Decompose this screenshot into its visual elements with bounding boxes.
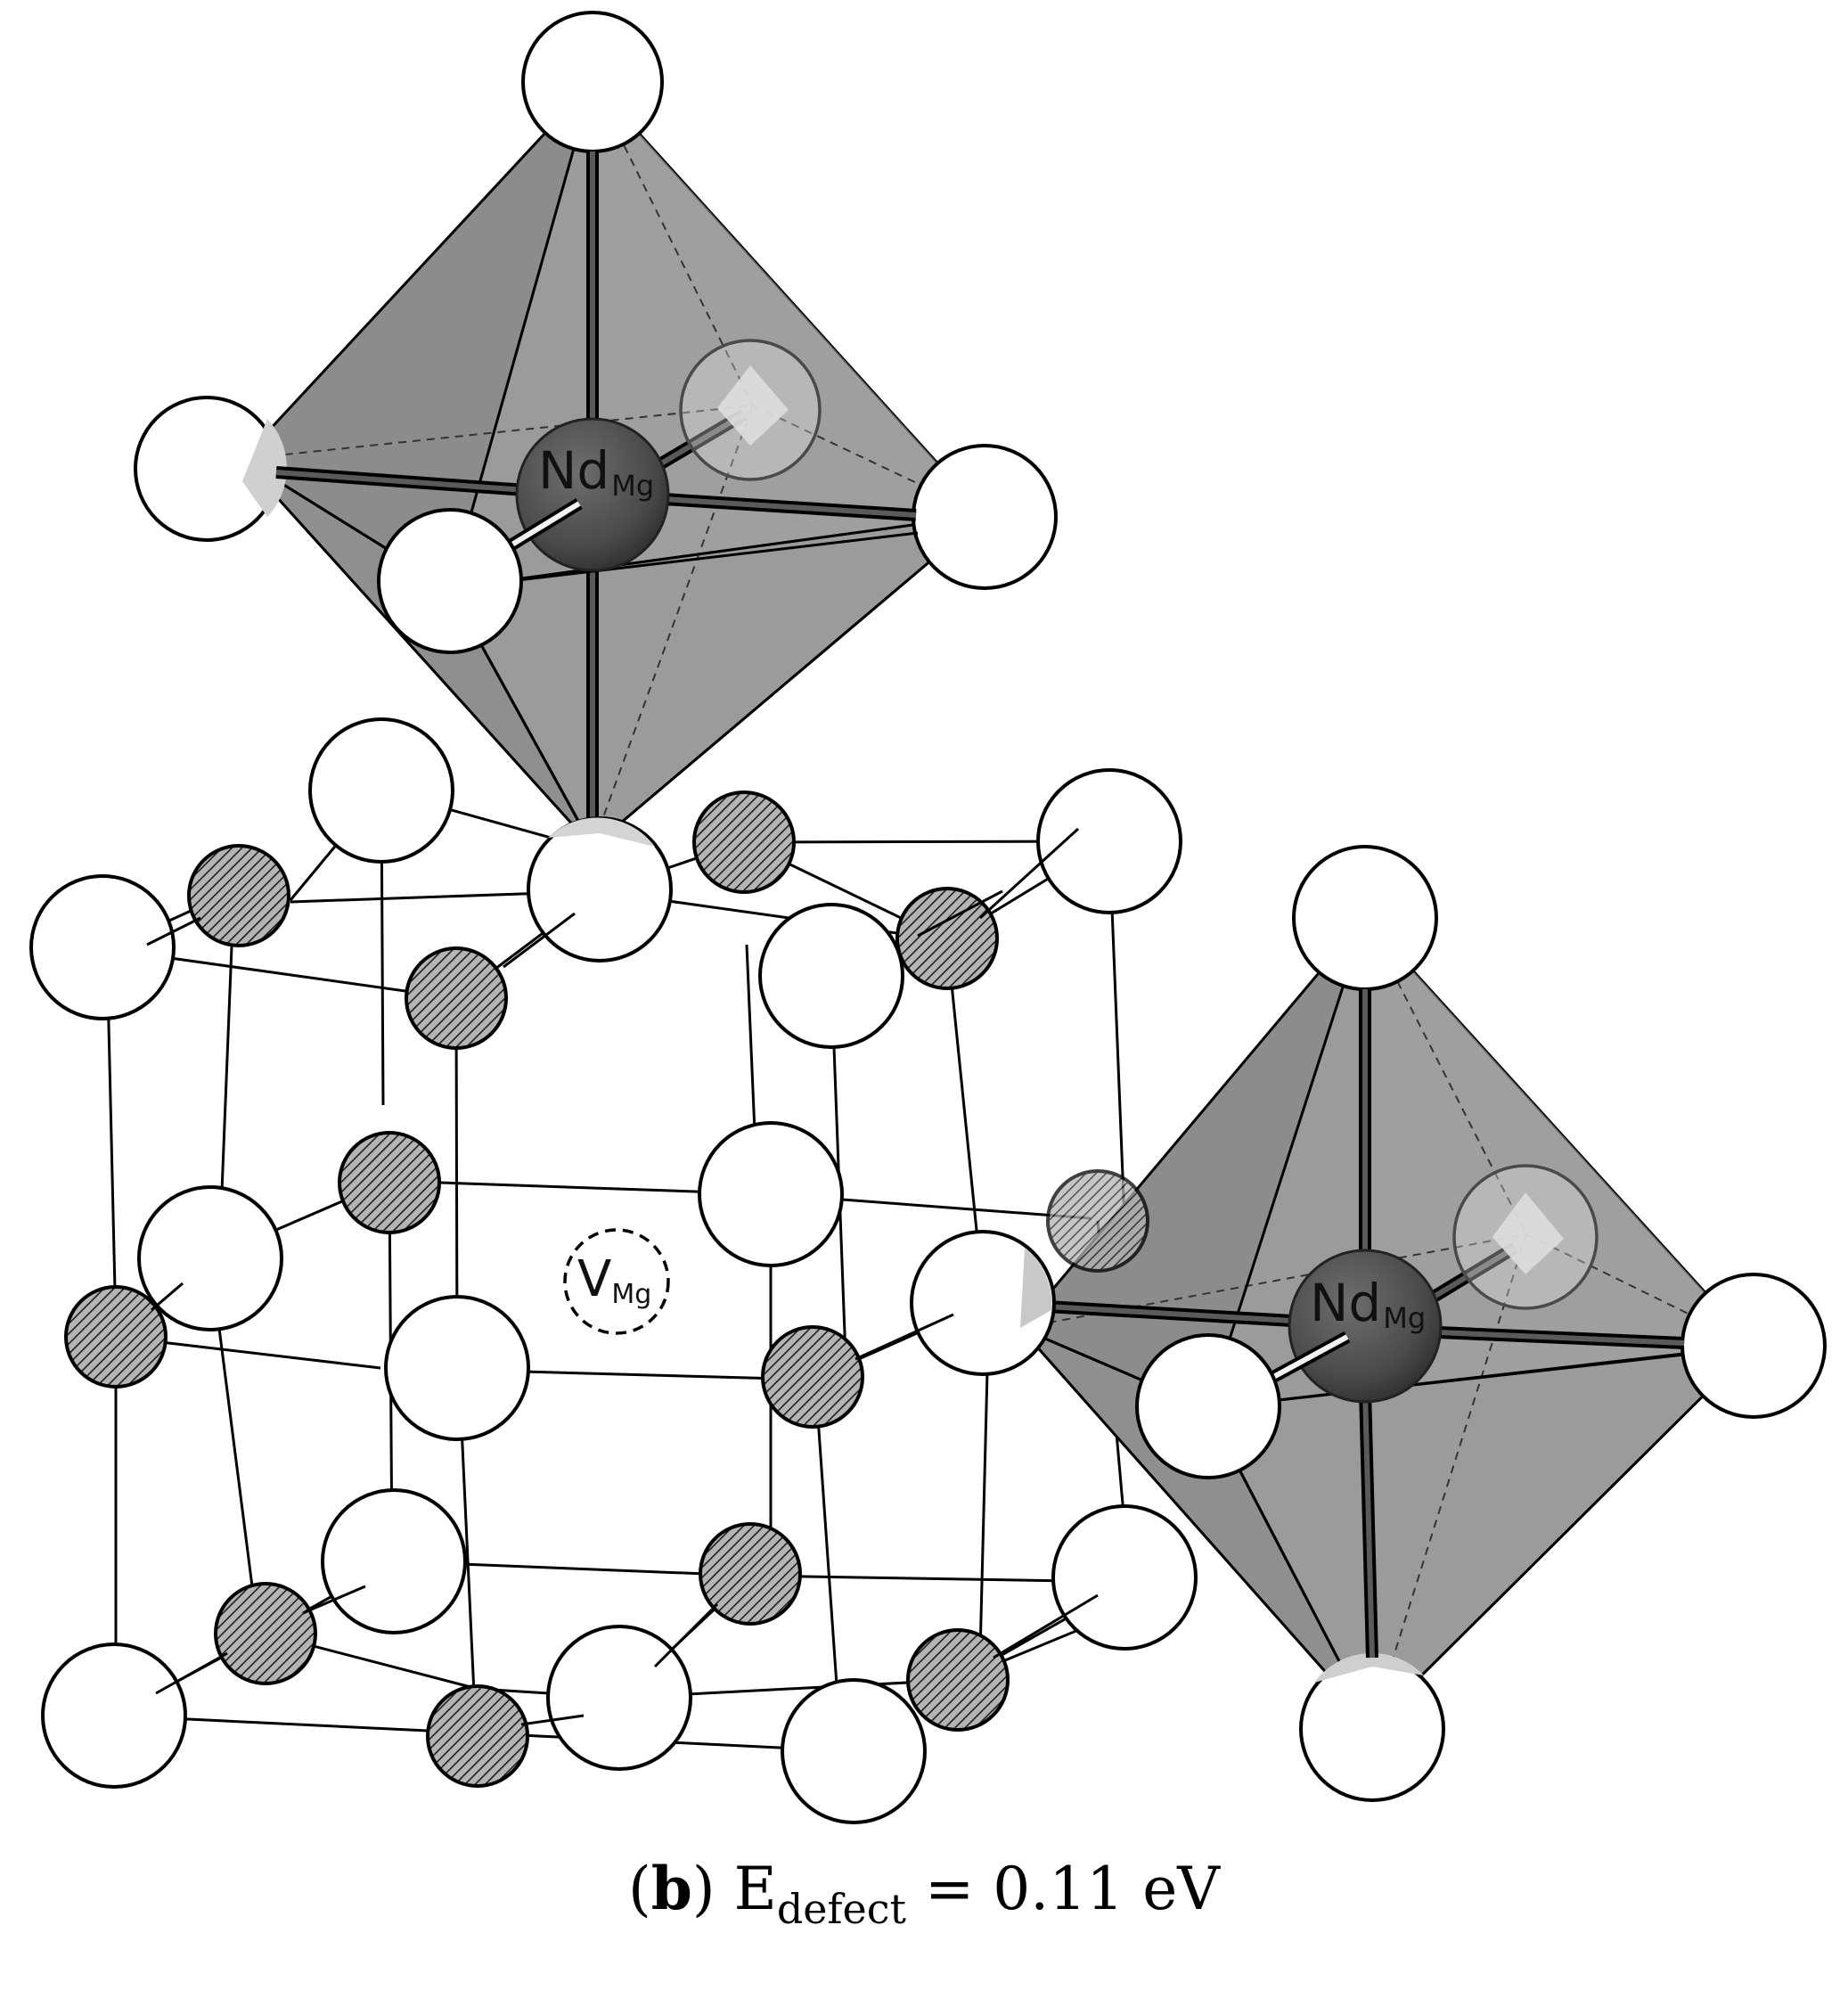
anion [1135, 1333, 1281, 1479]
cation [906, 1628, 1010, 1732]
cations [64, 791, 1010, 1788]
cation [761, 1325, 864, 1429]
panel-letter: b [650, 1854, 692, 1923]
anion [384, 1295, 530, 1441]
mg-vacancy [563, 1228, 670, 1335]
crystal-structure-diagram: NdMg N [29, 11, 1827, 1824]
nd-label: NdMg [1310, 1273, 1426, 1335]
energy-subscript: defect [776, 1885, 907, 1934]
nd-dopant-sphere [515, 417, 670, 572]
anion [1051, 1504, 1198, 1651]
anion [321, 1488, 467, 1634]
anion [527, 816, 673, 963]
cation [338, 1131, 441, 1234]
nd-label: NdMg [538, 440, 654, 503]
anion [137, 1185, 283, 1331]
anion [1292, 845, 1438, 991]
anion [1036, 768, 1182, 914]
bond-stubs [146, 827, 1099, 1726]
anion [41, 1642, 187, 1789]
cation [895, 887, 999, 990]
nd-dopant-sphere [1288, 1249, 1443, 1404]
anions [29, 717, 1198, 1824]
octahedron-2-bonds [1046, 989, 1685, 1659]
cation [405, 946, 508, 1050]
cation [692, 791, 796, 894]
cation [187, 844, 290, 947]
cation [64, 1285, 168, 1389]
figure-caption: (b) Edefect = 0.11 eV [628, 1854, 1220, 1934]
cation [699, 1522, 802, 1626]
anion [912, 444, 1058, 590]
vacancy-label: VMg [577, 1250, 651, 1310]
anion [546, 1625, 692, 1771]
energy-value: 0.11 [993, 1855, 1124, 1923]
anion [698, 1121, 844, 1267]
energy-unit: eV [1142, 1855, 1220, 1923]
anion [29, 874, 176, 1020]
anion [1680, 1273, 1827, 1419]
anion [910, 1230, 1056, 1376]
equals-sign: = [925, 1855, 975, 1923]
anion [781, 1678, 927, 1824]
anion [521, 11, 664, 153]
octahedron-face [1205, 1344, 1758, 1727]
octahedron-1-bonds [275, 152, 919, 838]
cation [426, 1684, 529, 1788]
cation [1046, 1169, 1149, 1273]
anion [758, 903, 904, 1049]
anion [377, 508, 523, 654]
energy-symbol: E [733, 1855, 777, 1923]
cation [214, 1582, 317, 1685]
anion [308, 717, 454, 864]
octahedron-1 [240, 78, 989, 850]
